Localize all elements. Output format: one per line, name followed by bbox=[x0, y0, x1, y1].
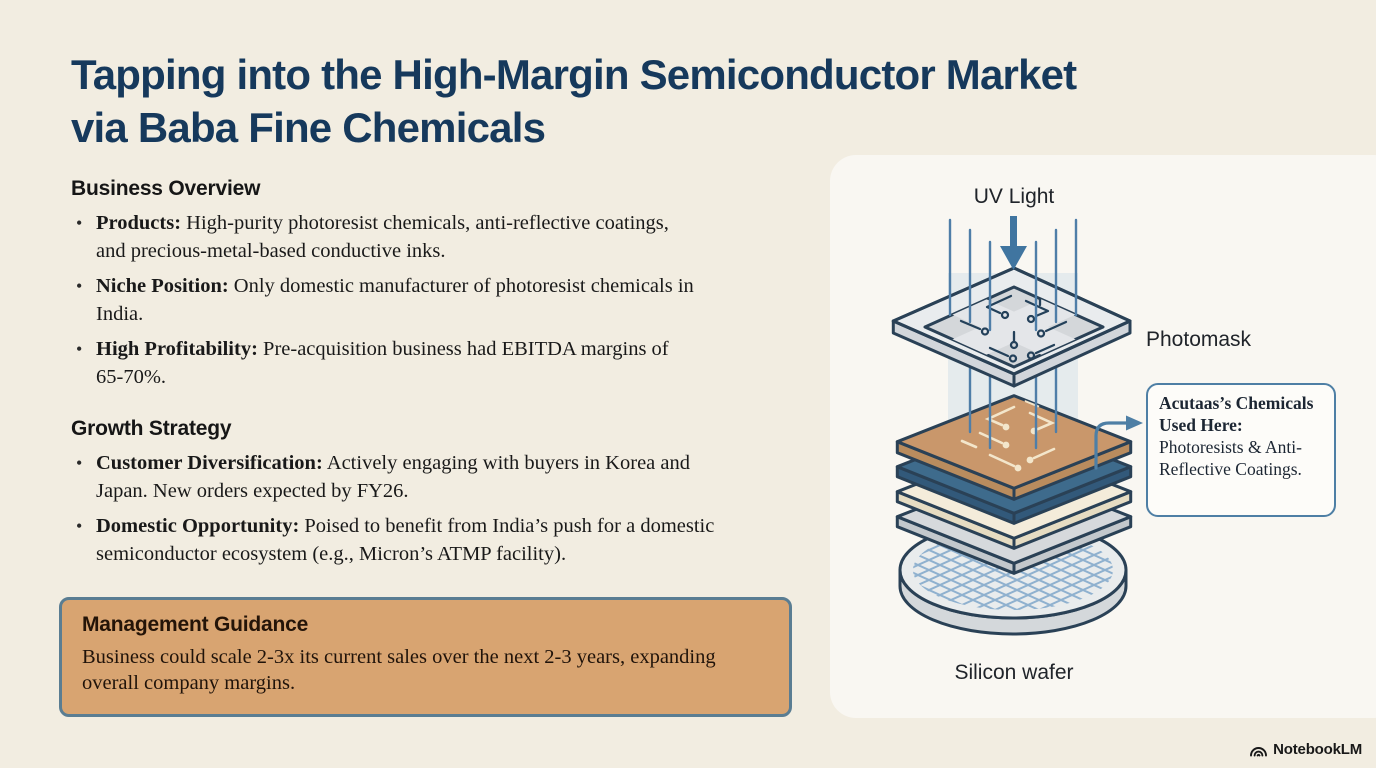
silicon-wafer-label: Silicon wafer bbox=[954, 661, 1074, 684]
bullet-customer-diversification-text: Actively engaging with buyers in Korea a… bbox=[96, 452, 690, 502]
management-guidance-box: Management Guidance Business could scale… bbox=[59, 597, 792, 717]
business-overview-heading: Business Overview bbox=[71, 177, 261, 200]
callout-connector-arrow bbox=[1094, 415, 1143, 470]
bullet-domestic-opportunity-text: Poised to benefit from India’s push for … bbox=[96, 515, 715, 565]
growth-strategy-heading: Growth Strategy bbox=[71, 417, 232, 440]
chemicals-callout-lead: Acutaas’s Chemicals Used Here: bbox=[1159, 393, 1314, 435]
diagram-panel: UV Light Photomask Silicon wafer Acutaas… bbox=[830, 155, 1376, 718]
management-guidance-heading: Management Guidance bbox=[82, 613, 309, 636]
notebooklm-label: NotebookLM bbox=[1273, 741, 1362, 758]
bullet-customer-diversification-lead: Customer Diversification: bbox=[96, 452, 323, 474]
bullet-high-profitability-text: Pre-acquisition business had EBITDA marg… bbox=[96, 338, 669, 388]
bullet-niche-position-lead: Niche Position: bbox=[96, 275, 229, 297]
bullet-products: Products: High-purity photoresist chemic… bbox=[76, 210, 696, 265]
photomask-outline-top bbox=[891, 266, 1132, 376]
photoresist-circuit-traces bbox=[960, 399, 1056, 472]
bullet-high-profitability: High Profitability: Pre-acquisition busi… bbox=[76, 336, 696, 391]
bullet-domestic-opportunity-lead: Domestic Opportunity: bbox=[96, 515, 300, 537]
bullet-products-text: High-purity photoresist chemicals, anti-… bbox=[96, 212, 669, 262]
uv-rays-lower bbox=[968, 366, 1058, 450]
page-title: Tapping into the High-Margin Semiconduct… bbox=[71, 48, 1311, 154]
uv-light-label: UV Light bbox=[973, 185, 1055, 208]
chemicals-callout-box: Acutaas’s Chemicals Used Here: Photoresi… bbox=[1146, 383, 1336, 517]
page-title-line-2: via Baba Fine Chemicals bbox=[71, 104, 546, 151]
section-business-overview: Business Overview Products: High-purity … bbox=[71, 177, 711, 399]
bullet-customer-diversification: Customer Diversification: Actively engag… bbox=[76, 450, 736, 505]
bullet-niche-position-text: Only domestic manufacturer of photoresis… bbox=[96, 275, 694, 325]
management-guidance-body: Business could scale 2-3x its current sa… bbox=[82, 646, 716, 694]
section-growth-strategy: Growth Strategy Customer Diversification… bbox=[71, 417, 731, 576]
bullet-niche-position: Niche Position: Only domestic manufactur… bbox=[76, 273, 696, 328]
chemicals-callout-text: Photoresists & Anti-Reflective Coatings. bbox=[1159, 437, 1302, 479]
notebooklm-brand: NotebookLM bbox=[1249, 741, 1362, 758]
uv-rays-upper bbox=[948, 218, 1078, 332]
bullet-products-lead: Products: bbox=[96, 212, 182, 234]
bullet-high-profitability-lead: High Profitability: bbox=[96, 338, 258, 360]
notebooklm-icon bbox=[1250, 746, 1268, 756]
photoresist-layer-tan bbox=[895, 394, 1133, 501]
page-title-line-1: Tapping into the High-Margin Semiconduct… bbox=[71, 51, 1077, 98]
uv-arrow-icon bbox=[1000, 216, 1027, 270]
photomask-label: Photomask bbox=[1146, 328, 1252, 351]
lithography-diagram-illustration bbox=[891, 216, 1143, 636]
business-overview-list: Products: High-purity photoresist chemic… bbox=[76, 210, 696, 391]
bullet-domestic-opportunity: Domestic Opportunity: Poised to benefit … bbox=[76, 513, 736, 568]
growth-strategy-list: Customer Diversification: Actively engag… bbox=[76, 450, 736, 568]
